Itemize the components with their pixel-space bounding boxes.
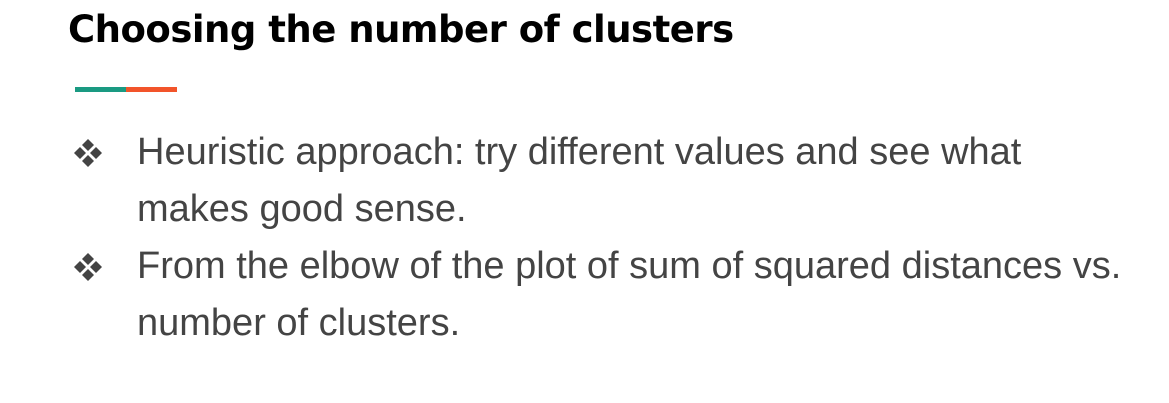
bullet-list: Heuristic approach: try different values…	[0, 124, 1127, 352]
bullet-item: From the elbow of the plot of sum of squ…	[0, 238, 1127, 352]
slide-title: Choosing the number of clusters	[68, 8, 734, 51]
four-diamond-bullet-icon	[73, 138, 103, 168]
four-diamond-bullet-icon	[73, 252, 103, 282]
bullet-text: Heuristic approach: try different values…	[137, 131, 1022, 230]
title-accent-underline	[75, 87, 177, 92]
bullet-item: Heuristic approach: try different values…	[0, 124, 1127, 238]
bullet-text: From the elbow of the plot of sum of squ…	[137, 245, 1122, 344]
accent-segment-teal	[75, 87, 126, 92]
accent-segment-orange	[126, 87, 177, 92]
